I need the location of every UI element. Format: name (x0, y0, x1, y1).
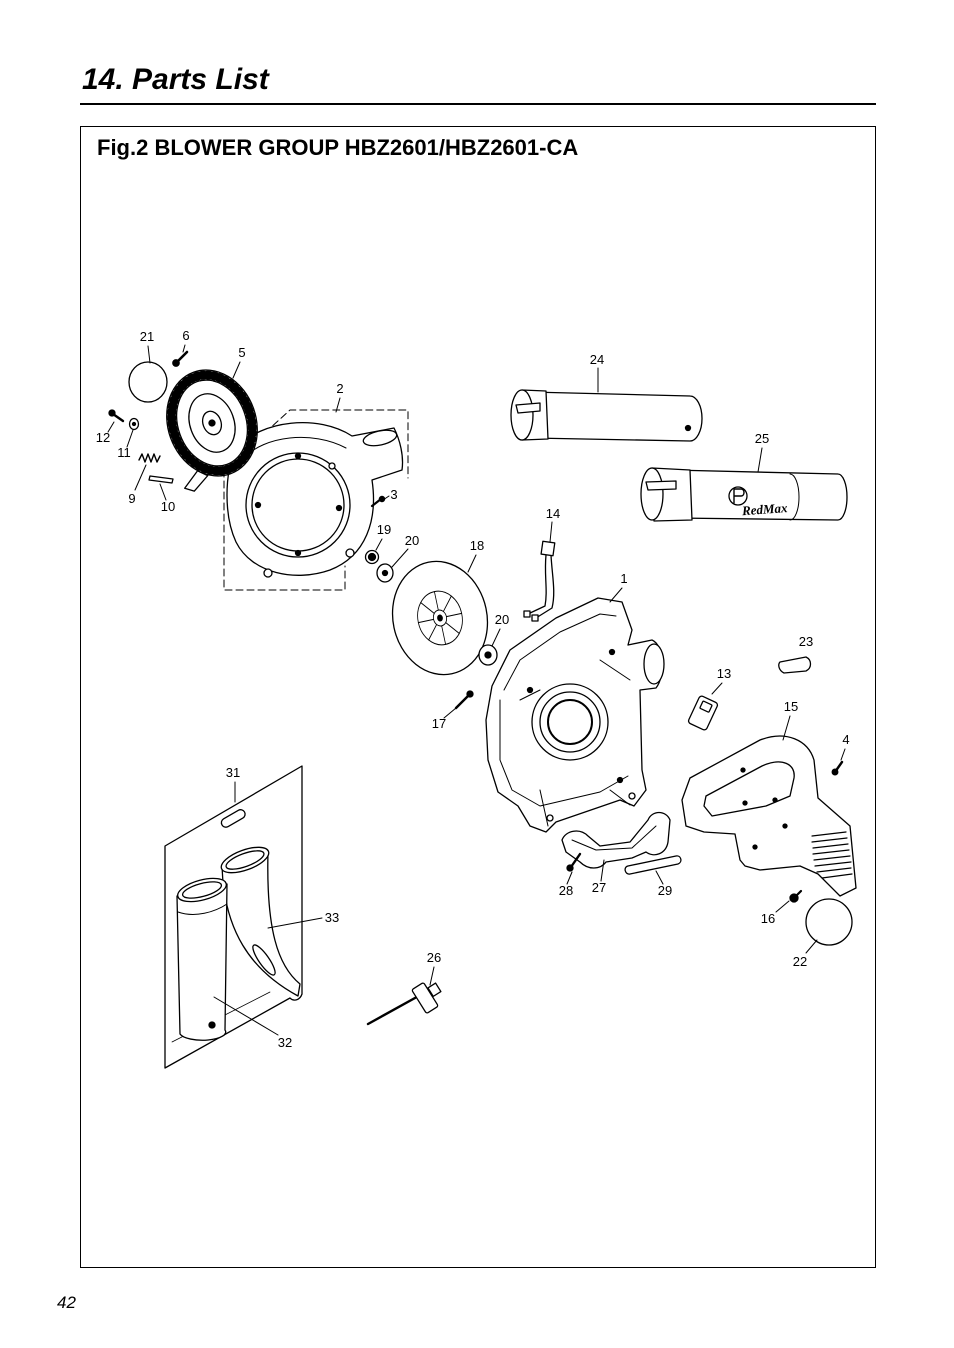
callout-21: 21 (140, 329, 154, 344)
part-24-blower-tube (510, 389, 703, 442)
part-16-screw (789, 889, 803, 903)
callout-5: 5 (238, 345, 245, 360)
callout-26: 26 (427, 950, 441, 965)
part-2-fan-cover (223, 409, 409, 591)
part-22-cap (805, 898, 853, 946)
callout-31: 31 (226, 765, 240, 780)
callout-17: 17 (432, 716, 446, 731)
part-5-recoil-starter (166, 369, 258, 492)
figure-frame (80, 126, 876, 1268)
part-28-screw (566, 852, 582, 872)
callout-20-lower: 20 (495, 612, 509, 627)
redmax-logo: RedMax (728, 486, 788, 518)
callout-14: 14 (546, 506, 560, 521)
callout-13: 13 (717, 666, 731, 681)
part-20-washer-lower (478, 644, 498, 666)
part-29-rod (624, 855, 682, 875)
part-4-screw (831, 760, 844, 776)
callout-16: 16 (761, 911, 775, 926)
part-25-nozzle-tube: RedMax (640, 467, 848, 522)
callout-25: 25 (755, 431, 769, 446)
callout-15: 15 (784, 699, 798, 714)
callout-4: 4 (842, 732, 849, 747)
part-20-washer-upper (376, 563, 394, 583)
callout-12: 12 (96, 430, 110, 445)
callout-9: 9 (128, 491, 135, 506)
part-17-screw (454, 690, 474, 710)
callout-27: 27 (592, 880, 606, 895)
callout-1: 1 (620, 571, 627, 586)
part-11-washer (128, 417, 140, 431)
callout-29: 29 (658, 883, 672, 898)
callout-6: 6 (182, 328, 189, 343)
callout-18: 18 (470, 538, 484, 553)
part-21-cap (128, 361, 168, 403)
figure-title: Fig.2 BLOWER GROUP HBZ2601/HBZ2601-CA (97, 135, 579, 160)
callout-11: 11 (117, 445, 131, 460)
leader-lines (107, 344, 846, 1036)
part-33-elbow-nozzle (220, 846, 301, 997)
part-9-spring (138, 453, 161, 463)
page-header-title: 14. Parts List (82, 63, 269, 96)
page-number: 42 (57, 1293, 76, 1312)
callout-2: 2 (336, 381, 343, 396)
part-14-switch (523, 540, 556, 622)
callout-20-upper: 20 (405, 533, 419, 548)
callout-19: 19 (377, 522, 391, 537)
callout-10: 10 (161, 499, 175, 514)
part-23-label-plate (778, 656, 812, 674)
part-18-fan-impeller (391, 560, 489, 676)
redmax-logo-text: RedMax (740, 500, 788, 518)
part-10-pin (148, 475, 174, 484)
part-27-bracket (561, 811, 671, 869)
callout-numbers: 21 6 5 2 24 12 11 25 9 10 3 14 19 20 18 … (96, 328, 850, 1050)
callout-22: 22 (793, 954, 807, 969)
callout-23: 23 (799, 634, 813, 649)
part-13-clip (687, 695, 719, 731)
part-1-main-housing (485, 597, 665, 833)
part-6-bolt (172, 350, 189, 367)
callout-24: 24 (590, 352, 604, 367)
header-rule (80, 103, 876, 105)
part-12-screw (108, 409, 125, 423)
callout-33: 33 (325, 910, 339, 925)
part-15-handle-cover (681, 735, 857, 897)
callout-3: 3 (390, 487, 397, 502)
callout-32: 32 (278, 1035, 292, 1050)
part-26-plug-wrench (366, 982, 442, 1026)
part-19-nut (364, 549, 380, 565)
callout-28: 28 (559, 883, 573, 898)
part-32-straight-tube (176, 877, 228, 1041)
